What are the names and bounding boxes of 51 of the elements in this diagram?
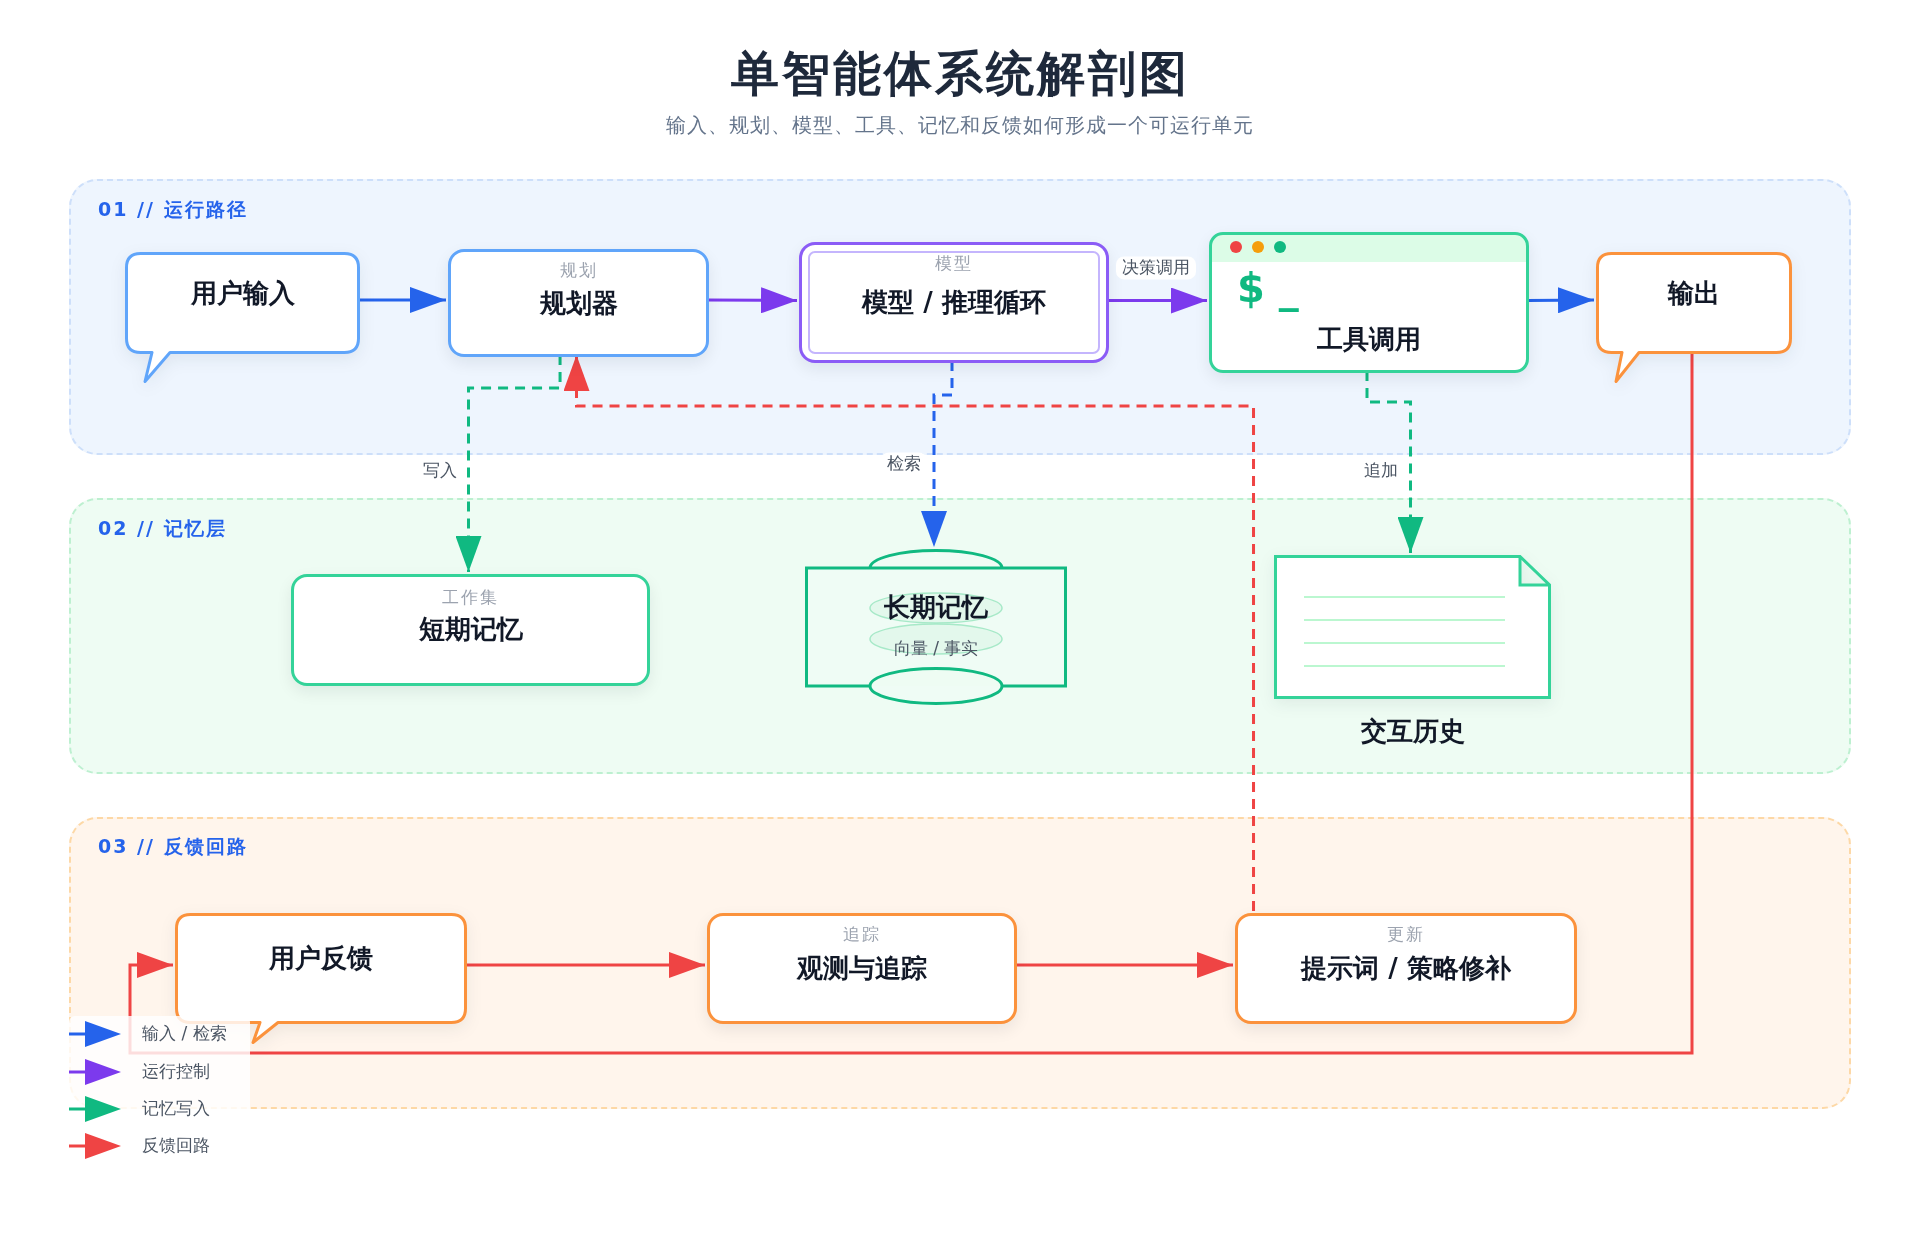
node-label: 提示词 / 策略修补: [1301, 951, 1511, 985]
arrow: [1015, 951, 1233, 978]
section-panel: [69, 498, 1851, 774]
legend-label: 输入 / 检索: [142, 1023, 227, 1045]
node-subtitle: 工作集: [442, 587, 499, 609]
terminal-window: [1209, 232, 1529, 373]
node-label: 规划器: [539, 286, 618, 320]
node-label: 工具调用: [1317, 322, 1421, 356]
terminal-prompt: $ _: [1237, 264, 1299, 313]
legend-label: 记忆写入: [142, 1098, 210, 1120]
node-subtitle: 模型: [935, 253, 973, 275]
node-label: 长期记忆: [884, 590, 988, 624]
node-label: 交互历史: [1359, 714, 1466, 748]
title: 单智能体系统解剖图: [730, 44, 1190, 103]
process-box: [291, 574, 650, 686]
subtitle: 输入、规划、模型、工具、记忆和反馈如何形成一个可运行单元: [666, 112, 1254, 138]
dashed-arrow: [921, 361, 954, 547]
process-box: [799, 242, 1109, 363]
arrow: [1527, 287, 1594, 314]
legend-label: 运行控制: [142, 1061, 210, 1083]
speech-bubble: [175, 913, 467, 1044]
node-label: 用户反馈: [269, 941, 373, 975]
arrow: [358, 286, 446, 313]
speech-bubble: [1596, 252, 1792, 383]
legend-label: 反馈回路: [142, 1135, 210, 1157]
process-box: [1235, 913, 1577, 1024]
section-label: 03 // 反馈回路: [98, 835, 248, 859]
database-cylinder: [805, 549, 1067, 705]
node-label: 短期记忆: [418, 612, 523, 646]
arrow: [1107, 287, 1207, 314]
dashed-arrow: [1365, 371, 1424, 553]
arrow: [707, 287, 797, 314]
dashed-arrow: [563, 355, 1255, 911]
process-box: [707, 913, 1017, 1024]
arrow: [128, 352, 1694, 1055]
section-panel: [69, 179, 1851, 455]
dashed-arrow: [455, 355, 562, 572]
section-label: 02 // 记忆层: [98, 517, 227, 541]
edge-label: 决策调用: [1116, 256, 1196, 280]
node-label: 模型 / 推理循环: [862, 285, 1046, 319]
node-subtitle: 规划: [559, 260, 598, 282]
section-label: 01 // 运行路径: [98, 198, 248, 222]
arrow: [465, 951, 705, 978]
node-label: 用户输入: [190, 276, 295, 310]
process-box: [448, 249, 709, 357]
speech-bubble: [125, 252, 360, 383]
node-subtitle: 向量 / 事实: [893, 638, 979, 660]
node-subtitle: 更新: [1387, 924, 1425, 946]
node-label: 观测与追踪: [797, 951, 927, 985]
node-label: 输出: [1668, 276, 1720, 310]
node-subtitle: 追踪: [843, 924, 881, 946]
